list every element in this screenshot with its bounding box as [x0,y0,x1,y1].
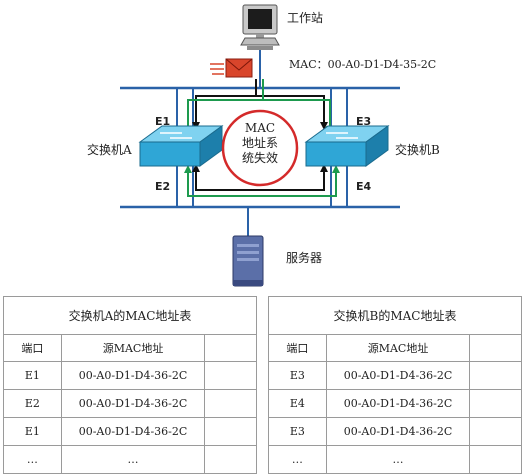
table-row: E1 00-A0-D1-D4-36-2C [3,417,257,446]
port-e1-label: E1 [155,115,171,128]
workstation-label: 工作站 [287,11,324,25]
mac-cell: 00-A0-D1-D4-36-2C [60,389,206,418]
server-label: 服务器 [286,251,323,265]
green-loop-path [187,79,337,197]
port-cell: E1 [3,417,62,446]
blank-cell [469,417,522,446]
center-text-line-3: 统失效 [241,151,278,165]
mac-cell: 00-A0-D1-D4-36-2C [325,361,471,390]
port-cell: E4 [268,389,327,418]
blank-cell [204,389,257,418]
switch-a-mac-table: 交换机A的MAC地址表 端口 源MAC地址 E1 00-A0-D1-D4-36-… [3,296,257,474]
column-header-blank [469,334,522,362]
mac-cell: … [325,445,471,474]
blank-cell [469,389,522,418]
table-row: E3 00-A0-D1-D4-36-2C [268,361,522,390]
center-text-line-1: MAC [244,121,276,135]
port-e4-label: E4 [356,180,372,193]
switch-b-icon [304,125,390,167]
port-cell: E3 [268,361,327,390]
table-row: E1 00-A0-D1-D4-36-2C [3,361,257,390]
switch-a-icon [138,125,224,167]
table-row: E4 00-A0-D1-D4-36-2C [268,389,522,418]
table-title: 交换机B的MAC地址表 [268,296,522,335]
mac-address-label: MAC：00-A0-D1-D4-35-2C [289,58,437,71]
blank-cell [204,361,257,390]
blank-cell [469,361,522,390]
switch-b-mac-table: 交换机B的MAC地址表 端口 源MAC地址 E3 00-A0-D1-D4-36-… [268,296,522,474]
mac-cell: 00-A0-D1-D4-36-2C [325,389,471,418]
table-row: … … [268,445,522,474]
mac-cell: 00-A0-D1-D4-36-2C [60,361,206,390]
mac-failure-ring [221,109,299,187]
blank-cell [469,445,522,474]
column-header-blank [204,334,257,362]
workstation-icon [240,4,280,50]
switch-a-label: 交换机A [87,143,132,157]
port-cell: … [268,445,327,474]
switch-b-label: 交换机B [395,143,440,157]
blank-cell [204,417,257,446]
table-title: 交换机A的MAC地址表 [3,296,257,335]
port-cell: … [3,445,62,474]
mac-cell: 00-A0-D1-D4-36-2C [60,417,206,446]
column-header-source-mac: 源MAC地址 [325,334,471,362]
server-icon [232,235,264,287]
table-row: E2 00-A0-D1-D4-36-2C [3,389,257,418]
blank-cell [204,445,257,474]
column-header-port: 端口 [3,334,62,362]
table-row: … … [3,445,257,474]
envelope-icon [210,58,253,78]
mac-cell: … [60,445,206,474]
mac-cell: 00-A0-D1-D4-36-2C [325,417,471,446]
port-e2-label: E2 [155,180,171,193]
network-diagram [120,4,400,287]
port-cell: E3 [268,417,327,446]
column-header-source-mac: 源MAC地址 [60,334,206,362]
port-e3-label: E3 [356,115,372,128]
column-header-port: 端口 [268,334,327,362]
center-text-line-2: 地址系 [241,136,278,150]
center-failure-text: MAC 地址系 统失效 [227,121,293,166]
port-cell: E2 [3,389,62,418]
black-loop-path [195,79,325,191]
port-cell: E1 [3,361,62,390]
table-row: E3 00-A0-D1-D4-36-2C [268,417,522,446]
